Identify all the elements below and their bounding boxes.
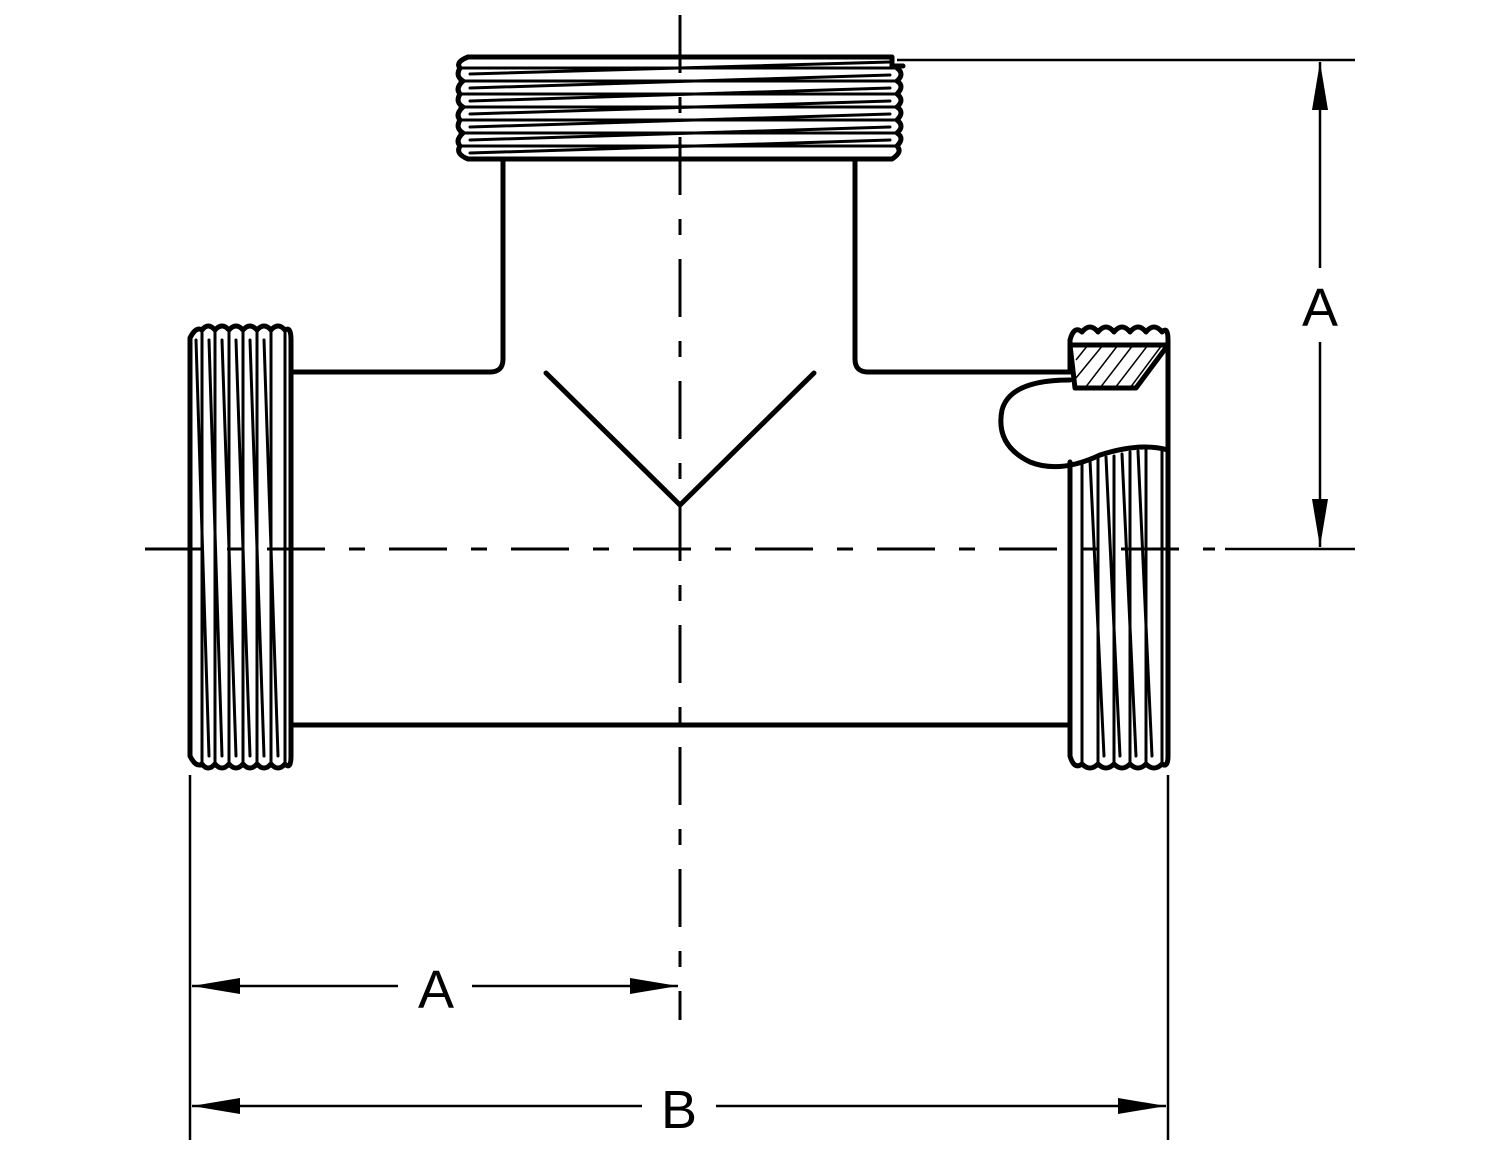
arrowhead-left xyxy=(192,978,240,994)
section-hatching xyxy=(1075,344,1163,389)
section-hatch-area xyxy=(1067,342,1171,391)
dimension-branch-height: A xyxy=(897,58,1355,551)
flow-arrow-mark xyxy=(543,370,817,508)
arrowhead-left xyxy=(192,1098,240,1114)
arrowhead-right xyxy=(630,978,678,994)
right-threaded-end xyxy=(998,324,1171,771)
dimension-overall-run: B xyxy=(192,775,1170,1140)
top-threaded-end xyxy=(455,54,906,162)
arrowhead-down xyxy=(1312,499,1328,547)
centerlines xyxy=(145,15,1215,1020)
dimension-half-run: A xyxy=(188,775,678,1140)
arrowhead-right xyxy=(1118,1098,1166,1114)
break-line xyxy=(998,377,1171,470)
left-threaded-end xyxy=(187,323,294,771)
tee-body xyxy=(290,157,1073,728)
dimension-label-a-vertical: A xyxy=(1302,278,1338,338)
dimension-label-b: B xyxy=(661,1080,697,1140)
arrowhead-up xyxy=(1312,62,1328,110)
dimension-label-a-horizontal: A xyxy=(418,960,454,1020)
